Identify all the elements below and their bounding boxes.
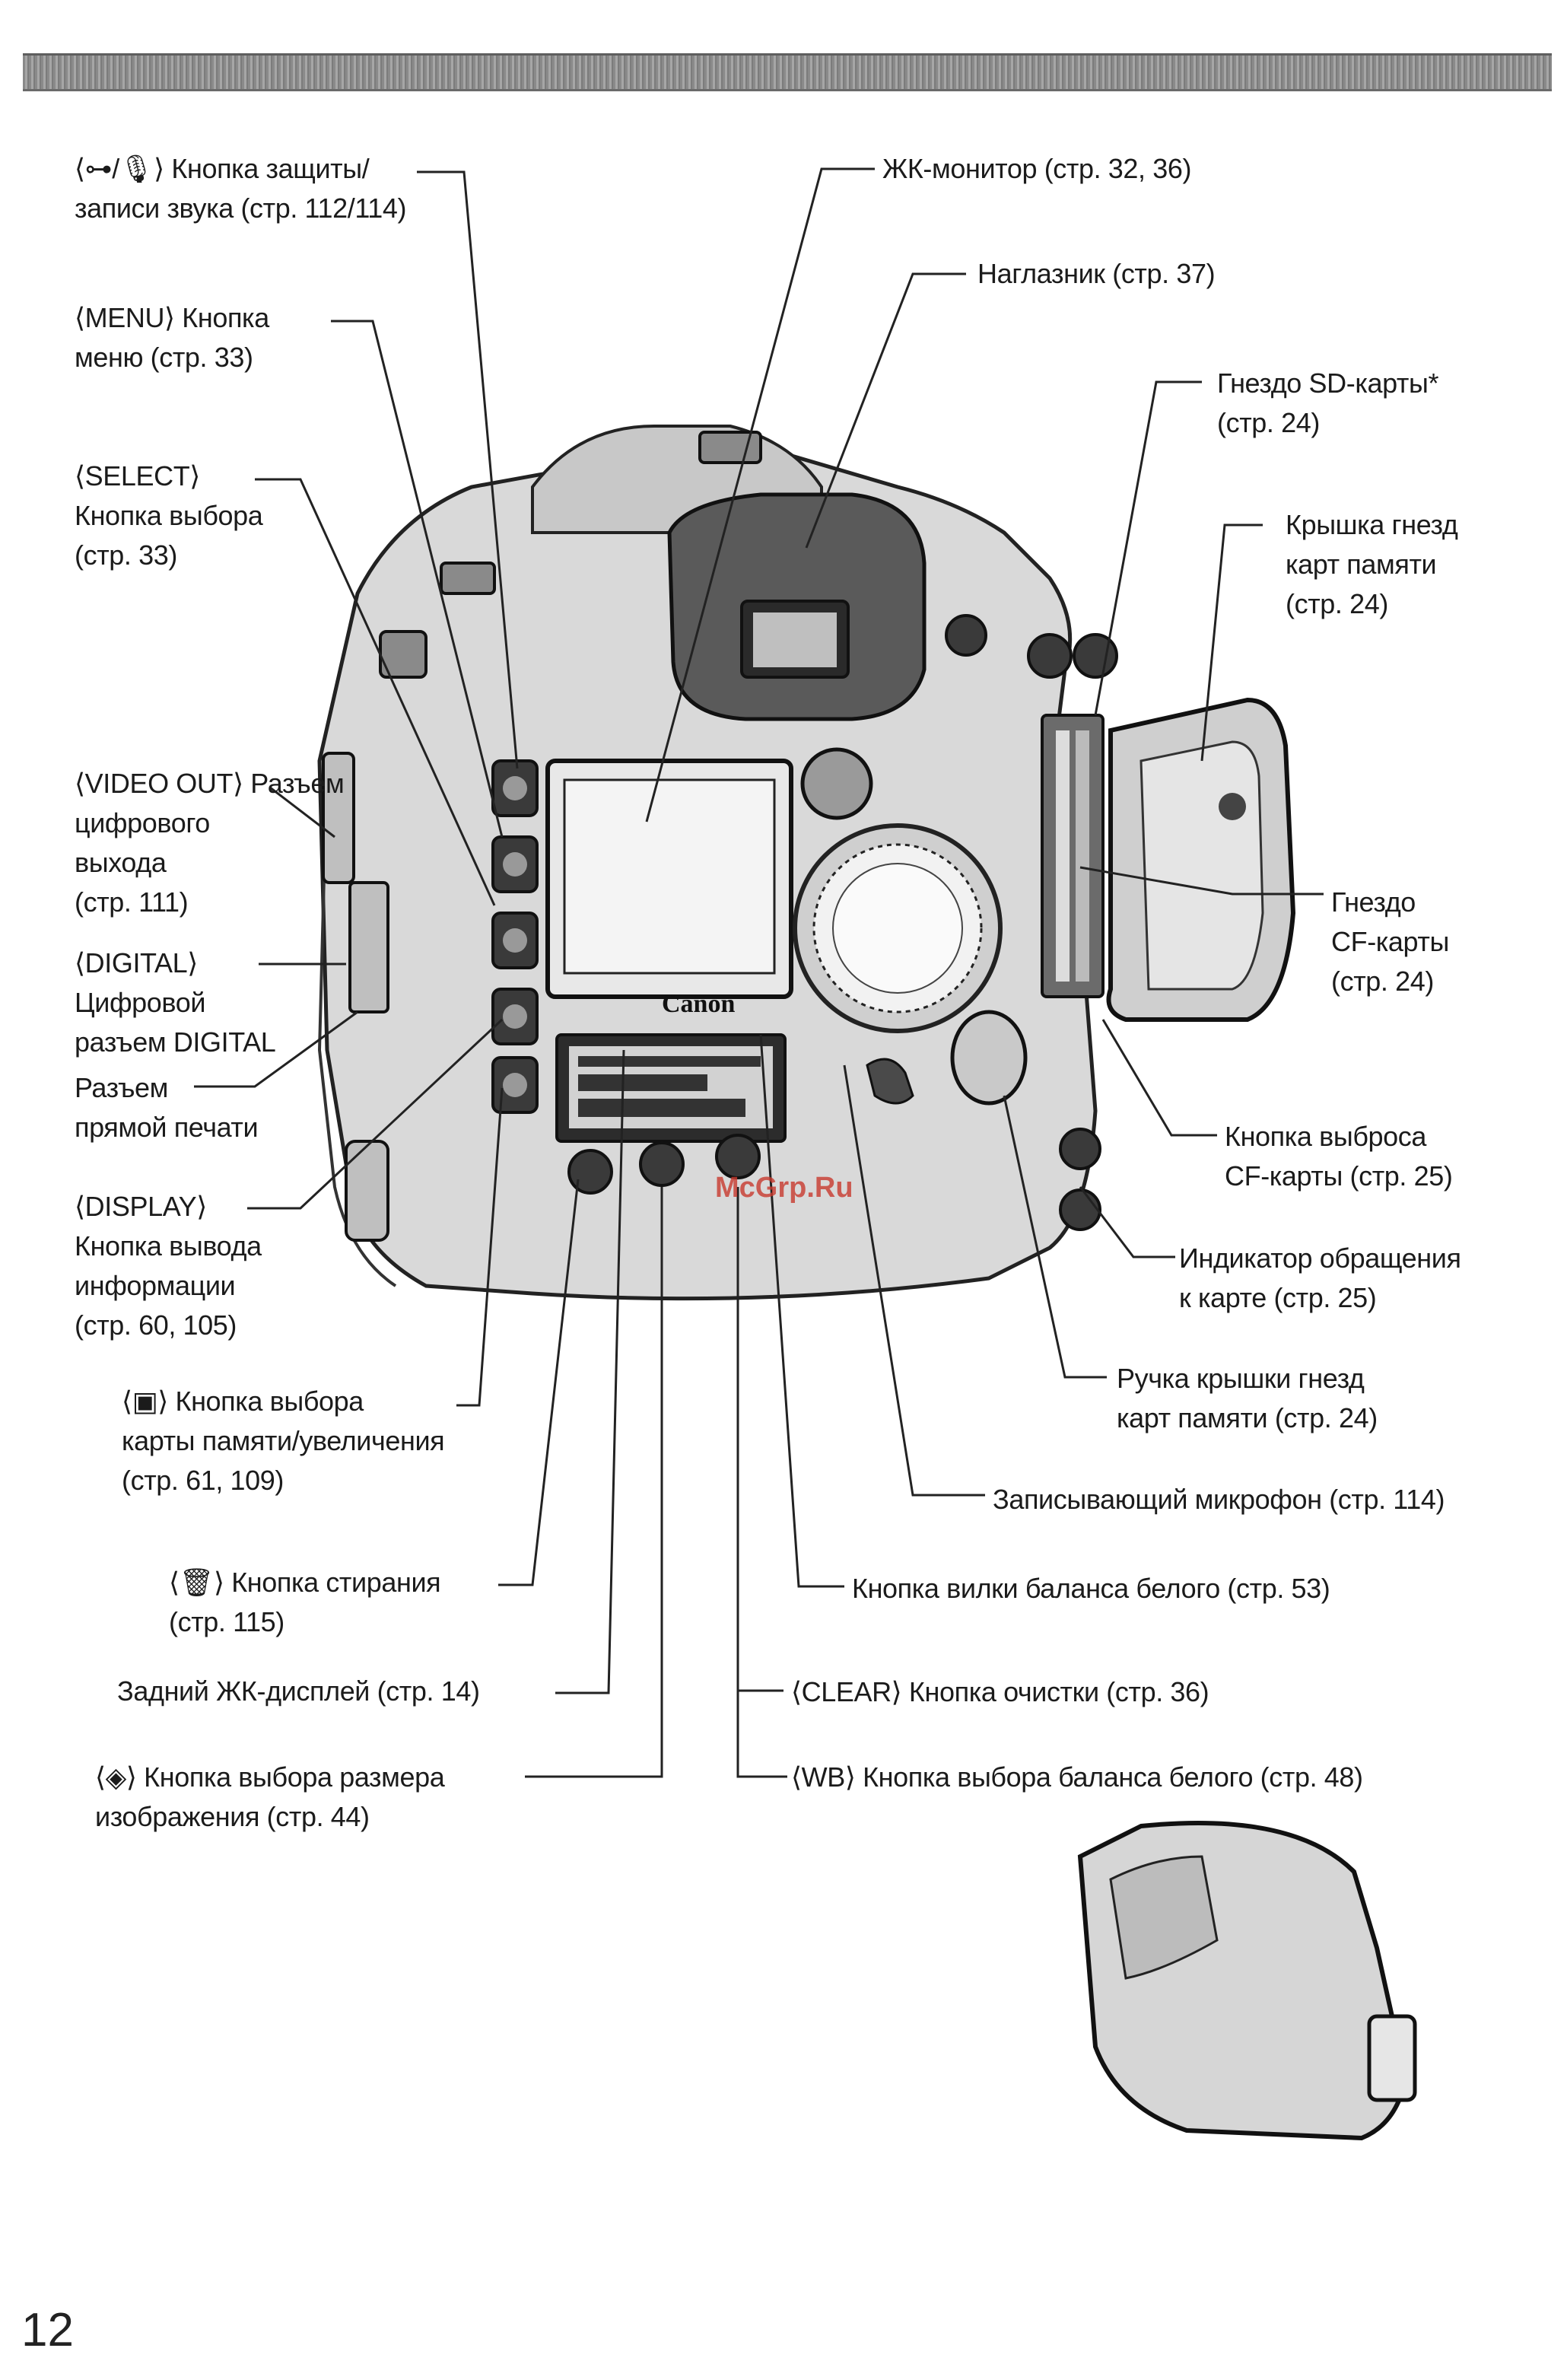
label-wb-bracketing-button: Кнопка вилки баланса белого (стр. 53): [852, 1573, 1330, 1604]
page-number: 12: [21, 2304, 74, 2356]
label-wb-button: ⟨WB⟩ Кнопка выбора баланса белого (стр. …: [791, 1761, 1363, 1793]
label-erase-button: ⟨🗑⟩ Кнопка стирания (стр. 115): [169, 1567, 441, 1637]
label-lcd-monitor: ЖК-монитор (стр. 32, 36): [882, 153, 1192, 184]
label-video-out: ⟨VIDEO OUT⟩ Разъем цифрового выхода (стр…: [75, 768, 345, 918]
watermark: McGrp.Ru: [715, 1172, 853, 1204]
label-select-button: ⟨SELECT⟩ Кнопка выбора (стр. 33): [75, 460, 263, 571]
label-access-lamp: Индикатор обращения к карте (стр. 25): [1179, 1242, 1461, 1313]
label-cf-slot: Гнездо CF-карты (стр. 24): [1331, 886, 1449, 997]
header-bar: [23, 53, 1552, 91]
label-card-cover: Крышка гнезд карт памяти (стр. 24): [1286, 509, 1458, 619]
label-rear-lcd: Задний ЖК-дисплей (стр. 14): [117, 1675, 480, 1707]
label-cf-eject-button: Кнопка выброса CF-карты (стр. 25): [1225, 1121, 1453, 1192]
label-menu-button: ⟨MENU⟩ Кнопка меню (стр. 33): [75, 302, 269, 373]
label-eyecup: Наглазник (стр. 37): [977, 258, 1216, 289]
label-protect-button: ⟨⊶/🎙⟩ Кнопка защиты/ записи звука (стр. …: [75, 153, 407, 224]
label-digital-terminal: ⟨DIGITAL⟩ Цифровой разъем DIGITAL: [75, 947, 276, 1058]
label-sd-slot: Гнездо SD-карты* (стр. 24): [1217, 368, 1439, 438]
label-display-button: ⟨DISPLAY⟩ Кнопка вывода информации (стр.…: [75, 1191, 262, 1341]
label-direct-print: Разъем прямой печати: [75, 1072, 259, 1143]
label-clear-button: ⟨CLEAR⟩ Кнопка очистки (стр. 36): [791, 1676, 1209, 1707]
label-card-select-button: ⟨▣⟩ Кнопка выбора карты памяти/увеличени…: [122, 1386, 445, 1496]
camera-brand-text: Canon: [662, 990, 735, 1018]
label-cover-handle: Ручка крышки гнезд карт памяти (стр. 24): [1117, 1363, 1378, 1433]
label-image-size-button: ⟨◈⟩ Кнопка выбора размера изображения (с…: [95, 1761, 445, 1832]
label-microphone: Записывающий микрофон (стр. 114): [993, 1484, 1445, 1515]
